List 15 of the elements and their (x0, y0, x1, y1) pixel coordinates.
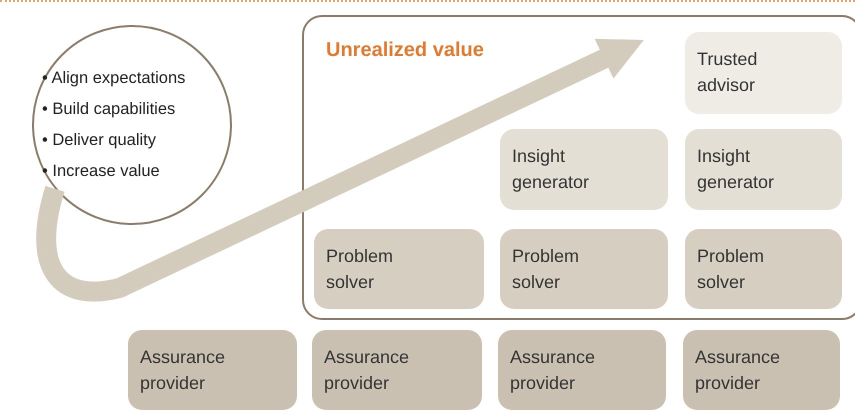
tier-block: Problem solver (685, 229, 842, 309)
bullet-item: • Align expectations (42, 68, 186, 89)
tier-block: Insight generator (500, 129, 668, 210)
tier-block: Trusted advisor (685, 32, 842, 114)
tier-block: Assurance provider (312, 330, 482, 410)
bullet-item: • Build capabilities (42, 99, 176, 120)
tier-block: Assurance provider (128, 330, 297, 410)
value-region-frame (302, 15, 855, 320)
tier-block: Insight generator (685, 129, 842, 210)
bullet-item: • Deliver quality (42, 130, 157, 151)
tier-block: Assurance provider (683, 330, 840, 410)
tier-block: Assurance provider (498, 330, 666, 410)
section-title: Unrealized value (326, 39, 484, 62)
tier-block: Problem solver (500, 229, 668, 309)
tier-block: Problem solver (314, 229, 484, 309)
